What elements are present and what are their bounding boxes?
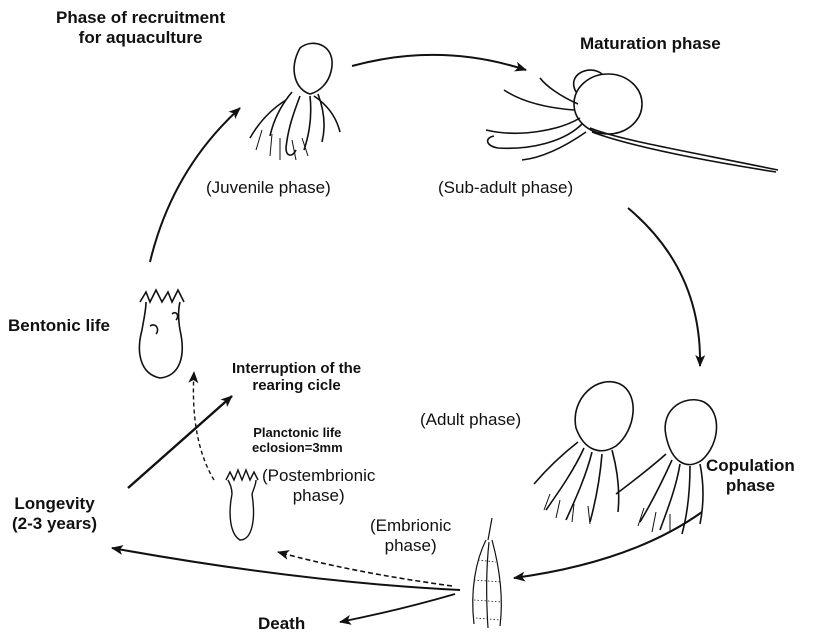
planctonic-paralarva-drawing (226, 470, 258, 540)
recruitment-line-1: Phase of recruitment (56, 8, 225, 28)
copulation-line-1: Copulation (706, 456, 795, 476)
juvenile-octopus-drawing (250, 43, 340, 160)
bentonic-paralarva-drawing (139, 290, 184, 378)
juvenile-phase-label: (Juvenile phase) (206, 178, 331, 198)
arrow-subadult-to-adult (628, 208, 700, 366)
longevity-line-1: Longevity (12, 494, 97, 514)
copulation-line-2: phase (706, 476, 795, 496)
arrow-eggs-to-postembrionic (278, 552, 452, 586)
interruption-line-1: Interruption of the (232, 360, 361, 377)
arrow-longevity-to-interruption (128, 396, 232, 488)
copulation-phase-label: Copulation phase (706, 456, 795, 495)
egg-cluster-drawing (473, 518, 502, 628)
arrow-copulation-to-eggs (514, 512, 702, 578)
postembrionic-line-1: (Postembrionic (262, 466, 375, 486)
recruitment-line-2: for aquaculture (56, 28, 225, 48)
sub-adult-octopus-drawing (486, 70, 778, 172)
interruption-label: Interruption of the rearing cicle (232, 360, 361, 395)
maturation-phase-label: Maturation phase (580, 34, 721, 54)
death-label: Death (258, 614, 305, 634)
embrionic-line-1: (Embrionic (370, 516, 451, 536)
postembrionic-phase-label: (Postembrionic phase) (262, 466, 375, 505)
adult-phase-label: (Adult phase) (420, 410, 521, 430)
postembrionic-line-2: phase) (262, 486, 375, 506)
embrionic-phase-label: (Embrionic phase) (370, 516, 451, 555)
recruitment-phase-label: Phase of recruitment for aquaculture (56, 8, 225, 47)
sub-adult-phase-label: (Sub-adult phase) (438, 178, 573, 198)
longevity-line-2: (2-3 years) (12, 514, 97, 534)
embrionic-line-2: phase) (370, 536, 451, 556)
longevity-label: Longevity (2-3 years) (12, 494, 97, 533)
interruption-line-2: rearing cicle (232, 377, 361, 394)
planctonic-line-2: eclosion=3mm (252, 441, 343, 456)
planctonic-life-label: Planctonic life eclosion=3mm (252, 426, 343, 456)
planctonic-line-1: Planctonic life (252, 426, 343, 441)
arrow-recruitment-to-maturation (352, 55, 526, 70)
arrow-eggs-to-death (340, 594, 455, 622)
adult-octopus-drawing (534, 382, 633, 524)
bentonic-life-label: Bentonic life (8, 316, 110, 336)
